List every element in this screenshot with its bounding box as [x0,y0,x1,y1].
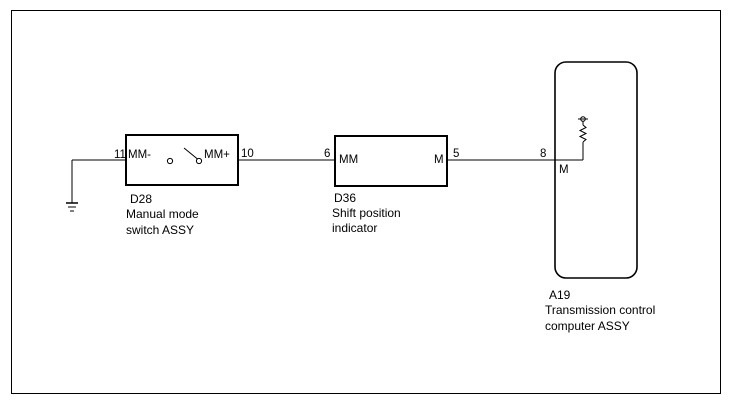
d28-pin-right-name: MM+ [204,149,230,161]
a19-pin-name: M [559,164,569,176]
a19-pin-number: 8 [540,148,547,160]
d36-pin-right-name: M [434,154,444,166]
d36-pin-right-number: 5 [453,148,460,160]
a19-box [554,61,638,279]
d28-name-line1: Manual mode [126,207,199,221]
d36-pin-left-name: MM [339,154,359,166]
switch-icon [166,147,203,165]
d36-pin-left-number: 6 [324,148,331,160]
d28-name-line2: switch ASSY [126,223,195,237]
d36-box [334,135,448,187]
d36-name-line1: Shift position [332,206,401,220]
diagram-frame [11,10,721,394]
a19-code: A19 [549,288,571,302]
ground-icon [66,160,78,212]
d28-pin-left-name: MM- [128,149,151,161]
a19-name-line1: Transmission control [545,303,656,317]
d36-name-line2: indicator [332,221,378,235]
d28-pin-left-number: 11 [114,149,126,161]
pullup-resistor-icon [578,116,588,160]
d28-pin-right-number: 10 [241,148,254,160]
a19-name-line2: computer ASSY [545,319,630,333]
d36-code: D36 [334,191,357,205]
d28-code: D28 [130,192,153,206]
